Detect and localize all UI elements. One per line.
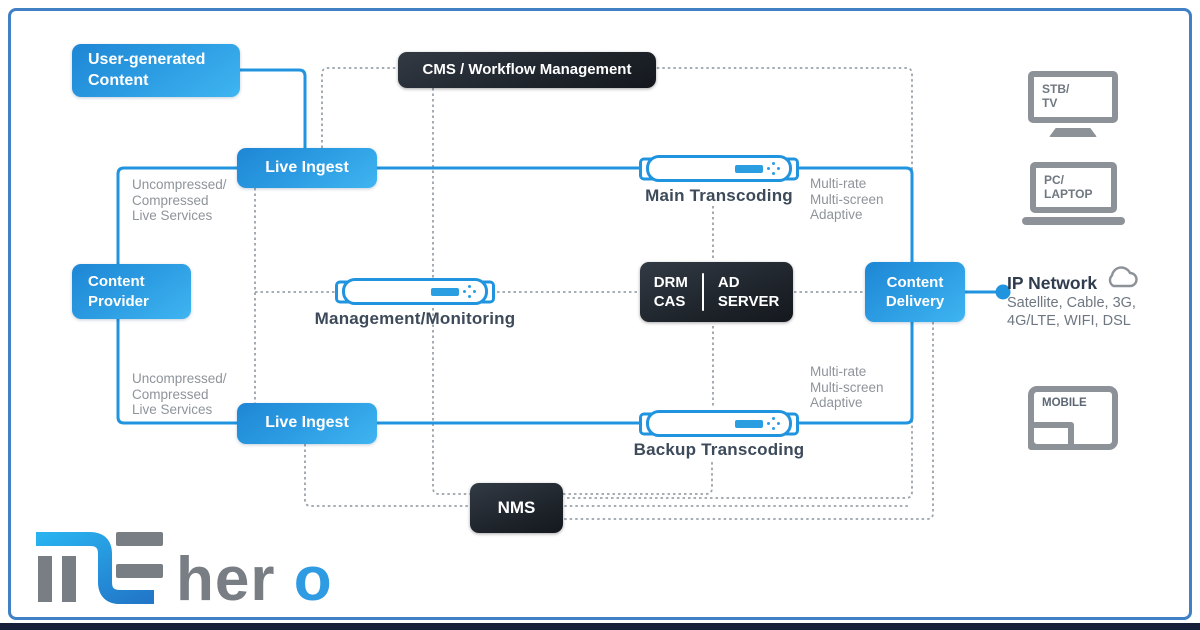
adaptive-note-bottom: Multi-rate Multi-screen Adaptive bbox=[810, 364, 884, 410]
pc-laptop-icon: PC/ LAPTOP bbox=[1030, 162, 1117, 213]
bottom-accent-bar bbox=[0, 623, 1200, 630]
backup-transcoding-label: Backup Transcoding bbox=[633, 440, 805, 459]
drm-divider bbox=[701, 273, 704, 311]
management-monitoring-label: Management/Monitoring bbox=[314, 309, 516, 328]
mobile-inner-screen bbox=[1028, 422, 1074, 450]
laptop-base bbox=[1022, 217, 1125, 225]
ip-network-title: IP Network bbox=[1007, 273, 1098, 293]
node-live-ingest-bottom: Live Ingest bbox=[237, 403, 377, 444]
node-nms: NMS bbox=[470, 483, 563, 533]
management-monitoring-icon bbox=[335, 278, 495, 305]
node-content-provider: Content Provider bbox=[72, 264, 191, 319]
backup-transcoder-icon bbox=[639, 410, 799, 437]
node-content-delivery: Content Delivery bbox=[865, 262, 965, 322]
node-user-generated-content: User-generated Content bbox=[72, 44, 240, 97]
ip-network-subtitle: Satellite, Cable, 3G, 4G/LTE, WIFI, DSL bbox=[1007, 295, 1136, 329]
ip-network-node-dot bbox=[995, 284, 1011, 300]
logo-word-gray: her bbox=[176, 545, 275, 614]
node-live-ingest-top: Live Ingest bbox=[237, 148, 377, 188]
tv-stand bbox=[1049, 128, 1097, 137]
live-services-note-top: Uncompressed/ Compressed Live Services bbox=[132, 177, 227, 223]
node-drm-cas-ad-server: DRM CAS AD SERVER bbox=[640, 262, 793, 322]
logo-word-blue: o bbox=[294, 545, 333, 614]
ad-server-label: AD SERVER bbox=[717, 273, 780, 311]
main-transcoding-label: Main Transcoding bbox=[645, 186, 793, 205]
adaptive-note-top: Multi-rate Multi-screen Adaptive bbox=[810, 176, 884, 222]
main-transcoder-icon bbox=[639, 155, 799, 182]
stb-tv-icon: STB/ TV bbox=[1028, 71, 1118, 123]
mobile-icon: MOBILE bbox=[1028, 386, 1118, 450]
brand-logo: her o bbox=[36, 532, 333, 614]
drm-cas-label: DRM CAS bbox=[653, 273, 688, 311]
svg-text:her o: her o bbox=[176, 545, 333, 614]
live-services-note-bottom: Uncompressed/ Compressed Live Services bbox=[132, 371, 227, 417]
node-cms-workflow-management: CMS / Workflow Management bbox=[398, 52, 656, 88]
cloud-icon bbox=[1108, 266, 1138, 288]
mobile-label: MOBILE bbox=[1042, 397, 1087, 409]
